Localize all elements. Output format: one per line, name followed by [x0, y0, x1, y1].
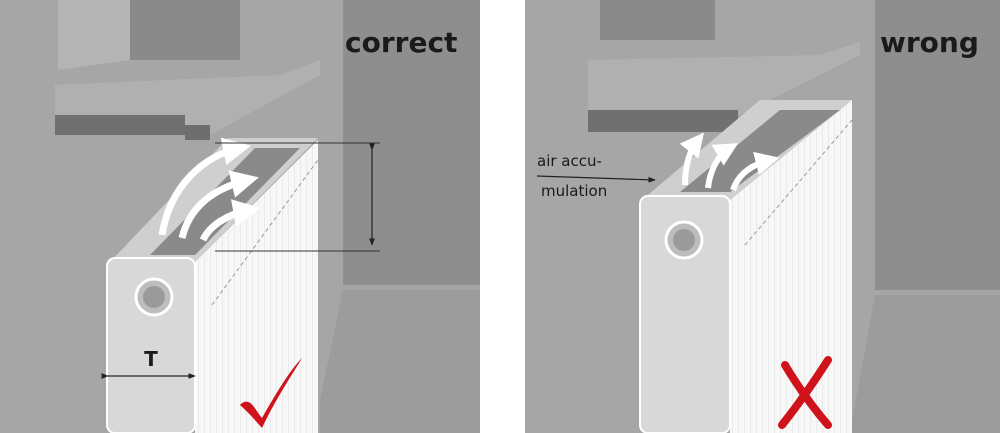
- radiator-front: [195, 140, 318, 433]
- annotation-line-1: air accu-: [537, 152, 602, 170]
- airflow-arrow-icon: [158, 137, 251, 236]
- airflow-arrow-icon: [199, 199, 262, 242]
- window-recess: [600, 0, 715, 40]
- radiator-side: [106, 257, 196, 433]
- airflow-arrow-icon: [705, 143, 739, 189]
- panel-correct: T correct: [0, 0, 480, 433]
- radiator-side: [639, 195, 731, 433]
- panel-title-correct: correct: [345, 26, 457, 59]
- airflow-arrow-icon: [178, 170, 259, 239]
- airflow-arrow-icon: [730, 151, 780, 192]
- airflow-arrow-icon: [679, 132, 704, 186]
- window-sill: [588, 42, 860, 115]
- depth-label: T: [144, 347, 158, 371]
- panel-title-wrong: wrong: [880, 26, 979, 59]
- radiator-front: [730, 100, 852, 433]
- check-mark-icon: [240, 358, 302, 428]
- panel-separator: [480, 0, 525, 433]
- annotation-arrow-icon: [536, 175, 656, 183]
- cross-mark-icon: [778, 356, 832, 429]
- annotation-line-2: mulation: [541, 182, 607, 200]
- panel-wrong: air accu- mulation wrong: [525, 0, 1000, 433]
- side-wall: [875, 0, 1000, 290]
- window-recess: [130, 0, 240, 60]
